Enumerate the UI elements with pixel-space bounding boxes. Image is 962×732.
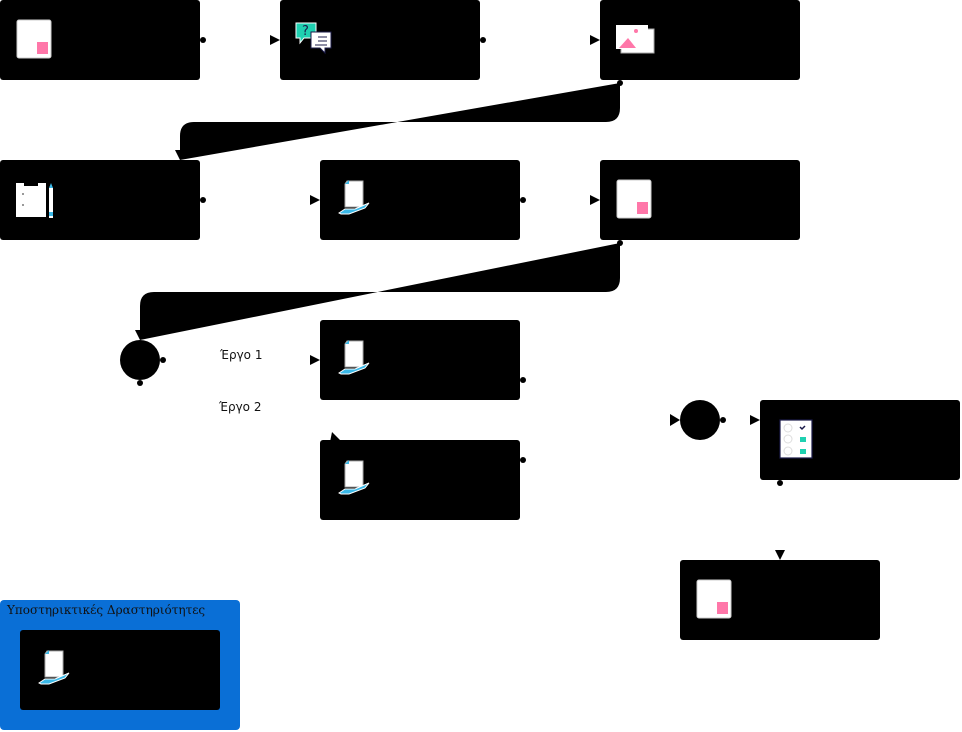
- task-node-9[interactable]: [760, 400, 960, 480]
- support-activities-group: Υποστηρικτικές Δραστηριότητες: [0, 600, 240, 730]
- document-hand-icon: [334, 338, 378, 382]
- gateway-join[interactable]: [680, 400, 720, 440]
- arrowheads: [270, 35, 785, 560]
- survey-checklist-icon: [774, 418, 818, 462]
- clipboard-pencil-icon: [14, 178, 58, 222]
- task-node-7[interactable]: [320, 320, 520, 400]
- task-node-3[interactable]: [600, 0, 800, 80]
- task-node-10[interactable]: [680, 560, 880, 640]
- task-node-5[interactable]: [320, 160, 520, 240]
- group-title: Υποστηρικτικές Δραστηριότητες: [7, 603, 206, 617]
- task-node-11[interactable]: [20, 630, 220, 710]
- task-node-8[interactable]: [320, 440, 520, 520]
- task-node-6[interactable]: [600, 160, 800, 240]
- task-node-1[interactable]: [0, 0, 200, 80]
- edge-label-task2: Έργο 2: [219, 400, 262, 414]
- gateway-split[interactable]: [120, 340, 160, 380]
- document-pink-icon: [614, 178, 658, 222]
- document-pink-icon: [14, 18, 58, 62]
- connector-flow-2: [135, 243, 620, 340]
- document-hand-icon: [34, 648, 78, 692]
- svg-text:?: ?: [302, 24, 309, 39]
- edge-label-task1: Έργο 1: [220, 348, 263, 362]
- document-hand-icon: [334, 458, 378, 502]
- document-pink-icon: [694, 578, 738, 622]
- task-node-4[interactable]: [0, 160, 200, 240]
- question-chat-icon: ?: [294, 18, 338, 62]
- connector-dots: [137, 37, 783, 486]
- task-node-2[interactable]: ?: [280, 0, 480, 80]
- document-hand-icon: [334, 178, 378, 222]
- connector-flow-1: [175, 83, 620, 160]
- image-gallery-icon: [614, 18, 658, 62]
